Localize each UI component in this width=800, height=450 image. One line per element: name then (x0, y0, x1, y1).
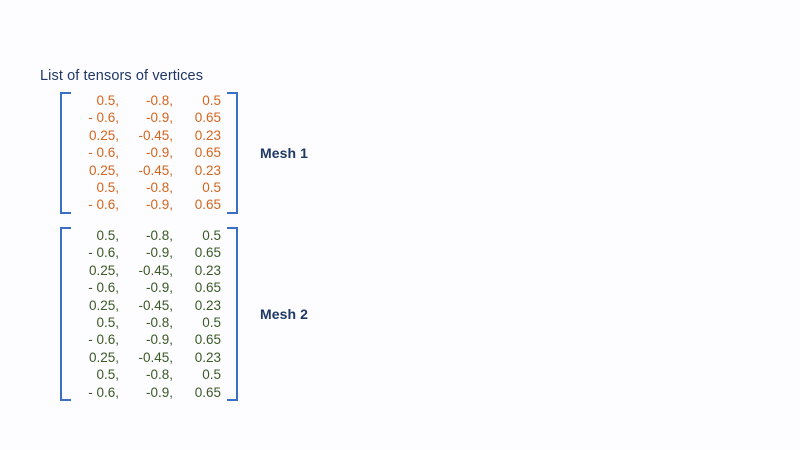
page-title: List of tensors of vertices (40, 68, 204, 84)
matrix-cell: 0.65 (194, 280, 221, 296)
matrix-cell: 0.5 (202, 93, 221, 108)
matrix-cell: -0.8, (145, 315, 173, 331)
matrix-cell: 0.5, (96, 180, 119, 196)
matrix-cell: - 0.6, (88, 245, 119, 261)
matrix-cell: 0.65 (194, 245, 221, 261)
matrix-cell: 0.5 (202, 367, 221, 383)
matrix-cell: - 0.6, (88, 197, 119, 213)
matrix-cell: 0.5, (96, 315, 119, 331)
matrix-cell: -0.9, (145, 245, 173, 261)
matrix-cell: - 0.6, (88, 110, 119, 126)
right-bracket-icon (227, 227, 238, 402)
matrix-row: 0.25, -0.45, 0.23 (73, 127, 225, 144)
matrix-row: - 0.6, -0.9, 0.65 (73, 279, 225, 296)
matrix-cell: 0.65 (194, 145, 221, 161)
matrix-row: - 0.6, -0.9, 0.65 (73, 244, 225, 261)
matrix-row: - 0.6, -0.9, 0.65 (73, 196, 225, 213)
matrix-cell: - 0.6, (88, 332, 119, 348)
matrix-cell: 0.23 (194, 262, 221, 278)
matrix-cell: -0.45, (138, 262, 173, 278)
matrix-cell: 0.25, (88, 297, 119, 313)
matrix-row: - 0.6, -0.9, 0.65 (73, 384, 225, 401)
right-bracket-icon (227, 92, 238, 214)
matrix-cell: 0.5 (202, 180, 221, 196)
matrix-cell: 0.5 (202, 228, 221, 243)
left-bracket-icon (60, 227, 71, 402)
matrix-cell: - 0.6, (88, 145, 119, 161)
mesh-label-2: Mesh 2 (260, 306, 309, 323)
matrix-row: 0.5, -0.8, 0.5 (73, 92, 225, 109)
matrix-cell: 0.5, (96, 228, 119, 243)
matrix-row: 0.25, -0.45, 0.23 (73, 297, 225, 314)
matrix-cell: 0.5, (96, 367, 119, 383)
matrix-cell: -0.9, (145, 384, 173, 400)
matrix-row: 0.5, -0.8, 0.5 (73, 314, 225, 331)
matrix-cell: 0.23 (194, 297, 221, 313)
matrix-cell: 0.65 (194, 384, 221, 400)
matrix-cell: 0.65 (194, 197, 221, 213)
matrix-cell: -0.9, (145, 280, 173, 296)
matrix-cell: 0.65 (194, 110, 221, 126)
matrix-cell: 0.5 (202, 315, 221, 331)
matrix-cell: 0.25, (88, 127, 119, 143)
matrix-cell: 0.23 (194, 162, 221, 178)
matrix-cell: -0.45, (138, 162, 173, 178)
matrix-row: 0.25, -0.45, 0.23 (73, 262, 225, 279)
matrix-cell: -0.45, (138, 297, 173, 313)
matrix-row: 0.5, -0.8, 0.5 (73, 179, 225, 196)
matrix-row: 0.5, -0.8, 0.5 (73, 227, 225, 244)
matrix-cell: 0.25, (88, 349, 119, 365)
matrix-cell: -0.8, (145, 180, 173, 196)
matrix-cell: -0.9, (145, 332, 173, 348)
matrix-cell: -0.45, (138, 127, 173, 143)
matrix-row: - 0.6, -0.9, 0.65 (73, 144, 225, 161)
matrix-cell: -0.8, (145, 93, 173, 108)
left-bracket-icon (60, 92, 71, 214)
matrix-cell: 0.23 (194, 127, 221, 143)
matrix-cell: - 0.6, (88, 280, 119, 296)
matrix-cell: -0.45, (138, 349, 173, 365)
matrix-cell: 0.65 (194, 332, 221, 348)
matrix-cell: -0.8, (145, 367, 173, 383)
matrix-cell: -0.8, (145, 228, 173, 243)
mesh-label-1: Mesh 1 (260, 144, 309, 161)
matrix-cell: -0.9, (145, 145, 173, 161)
matrix-cell: 0.25, (88, 262, 119, 278)
matrix-cell: -0.9, (145, 197, 173, 213)
matrix-row: 0.25, -0.45, 0.23 (73, 162, 225, 179)
matrix-row: 0.5, -0.8, 0.5 (73, 366, 225, 383)
matrix-cell: 0.25, (88, 162, 119, 178)
matrix-row: 0.25, -0.45, 0.23 (73, 349, 225, 366)
matrix-row: - 0.6, -0.9, 0.65 (73, 109, 225, 126)
matrix-cell: -0.9, (145, 110, 173, 126)
matrix-cell: 0.5, (96, 93, 119, 108)
matrix-row: - 0.6, -0.9, 0.65 (73, 331, 225, 348)
matrix-cell: 0.23 (194, 349, 221, 365)
matrix-cell: - 0.6, (88, 384, 119, 400)
